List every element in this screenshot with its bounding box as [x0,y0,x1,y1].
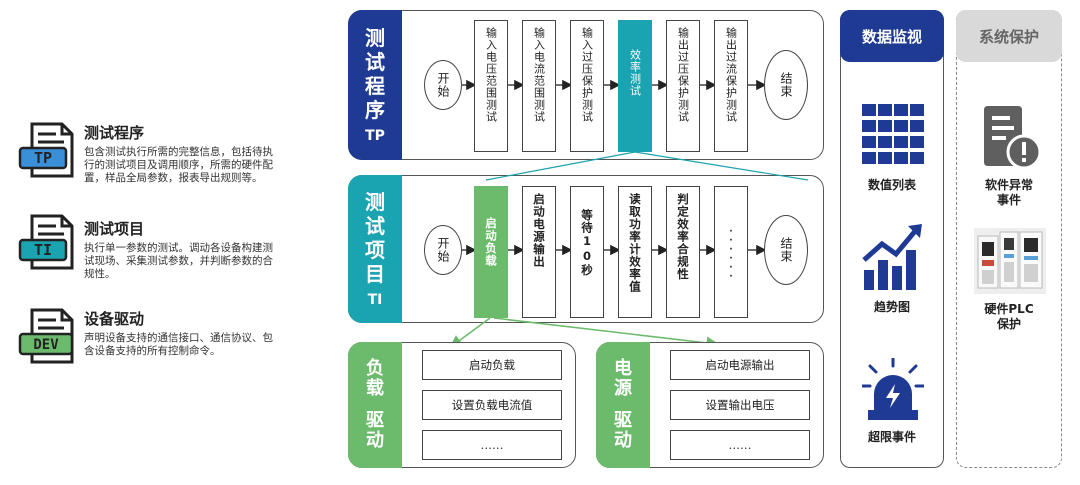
legend-item-ti: TI 测试项目 执行单一参数的测试。调动各设备构建测 试现场、采集测试参数，并判… [14,206,304,286]
plc-hardware-image [974,228,1046,294]
tp-to-ti-link [634,151,809,181]
legend-title-dev: 设备驱动 [84,310,145,328]
ti-step-start-load: 启动负载 [474,186,508,318]
tp-step-efficiency: 效率测试 [618,20,652,152]
load-driver-command: 设置负载电流值 [422,390,562,420]
legend-title-tp: 测试程序 [84,124,145,142]
tp-step-5: 输出过压保护测试 [666,20,700,152]
monitor-item-trend: 趋势图 [873,300,910,314]
tp-tag: 测 试 程 序 TP [348,10,402,160]
trend-chart-icon [862,224,922,290]
ti-step-4: 读取功率计效率值 [618,186,652,318]
data-monitor-header: 数据监视 [840,10,944,62]
legend: TP 测试程序 包含测试执行所需的完整信息，包括待执 行的测试项目及调用顺序，所… [14,110,304,370]
ti-step-5: 判定效率合规性 [666,186,700,318]
power-driver-tag: 电 源 驱 动 [596,342,650,468]
ti-step-2: 启动电源输出 [522,186,556,318]
legend-desc-tp: 包含测试执行所需的完整信息，包括待执 行的测试项目及调用顺序，所需的硬件配 置，… [84,146,273,184]
tp-document-icon: TP [18,122,74,178]
monitor-item-value-list: 数值列表 [867,178,916,192]
tp-icon-label: TP [34,149,52,167]
alarm-siren-icon [862,358,924,420]
monitor-item-limit-event: 超限事件 [867,430,916,444]
legend-item-dev: DEV 设备驱动 声明设备支持的通信接口、通信协议、包 含设备支持的所有控制命令… [14,300,304,370]
load-driver-tag: 负 载 驱 动 [348,342,402,468]
tp-to-ti-link [485,151,636,181]
load-driver-command: 启动负载 [422,350,562,380]
dev-document-icon: DEV [18,308,74,364]
ti-icon-label: TI [34,241,52,259]
ti-to-load-driver-link [449,317,491,348]
ti-step-3: 等待10秒 [570,186,604,318]
protect-item-plc: 硬件PLC 保护 [984,302,1034,331]
ti-start-node: 开始 [424,225,462,275]
ti-end-node: 结束 [764,215,808,285]
power-driver-command: 启动电源输出 [670,350,810,380]
tp-end-node: 结束 [764,50,808,120]
dev-icon-label: DEV [33,337,59,353]
load-driver-command: …… [422,430,562,460]
legend-item-tp: TP 测试程序 包含测试执行所需的完整信息，包括待执 行的测试项目及调用顺序，所… [14,110,304,190]
legend-title-ti: 测试项目 [84,220,145,238]
tp-step-1: 输入电压范围测试 [474,20,508,152]
tp-step-6: 输出过流保护测试 [714,20,748,152]
legend-desc-dev: 声明设备支持的通信接口、通信协议、包 含设备支持的所有控制命令。 [84,332,273,357]
power-driver-command: …… [670,430,810,460]
ti-tag: 测 试 项 目 TI [348,175,402,323]
legend-desc-ti: 执行单一参数的测试。调动各设备构建测 试现场、采集测试参数，并判断参数的合 规性… [84,242,273,280]
ti-to-power-driver-link [493,317,720,350]
ti-document-icon: TI [18,214,74,270]
system-protect-header: 系统保护 [956,10,1062,62]
tp-start-node: 开始 [424,60,462,110]
tp-step-3: 输入过压保护测试 [570,20,604,152]
protect-item-software: 软件异常 事件 [984,178,1033,207]
tp-step-2: 输入电流范围测试 [522,20,556,152]
grid-list-icon [862,104,924,164]
power-driver-command: 设置输出电压 [670,390,810,420]
ti-step-6: ······ [714,186,748,318]
software-alert-icon [984,106,1042,170]
